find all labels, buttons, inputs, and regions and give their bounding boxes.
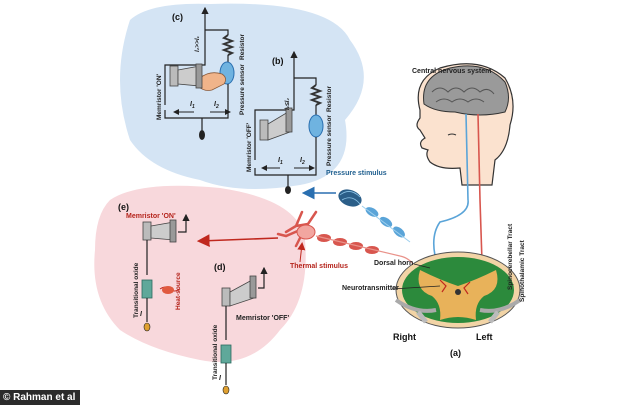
- svg-text:I2: I2: [214, 101, 219, 110]
- panel-c-inequality: I₂>>I₁: [194, 36, 201, 52]
- neurotransmitter-label: Neurotransmitter: [342, 285, 399, 292]
- pressure-receptor: [338, 189, 411, 243]
- panel-b-resistor-label: Resistor: [326, 86, 333, 112]
- svg-text:I1: I1: [190, 101, 195, 110]
- panel-e-circuit: (e) Memristor 'ON' I Transitional oxide …: [118, 202, 190, 332]
- image-credit: © Rahman et al: [0, 390, 81, 405]
- left-label: Left: [476, 332, 493, 342]
- panel-c-memristor-label: Memristor 'ON': [156, 73, 163, 120]
- panel-d-oxide-label: Transitional oxide: [212, 324, 219, 380]
- panel-d-label: (d): [214, 262, 226, 272]
- dorsal-horn-label: Dorsal horn: [374, 260, 413, 267]
- panel-e-oxide-label: Transitional oxide: [133, 262, 140, 318]
- right-label: Right: [393, 332, 416, 342]
- head-with-brain: [416, 63, 514, 201]
- blue-nerve-fiber: [432, 199, 469, 261]
- thermal-stimulus-label: Thermal stimulus: [290, 263, 348, 270]
- svg-text:I2: I2: [300, 157, 305, 166]
- svg-text:I: I: [140, 311, 143, 318]
- panel-c-label: (c): [172, 12, 183, 22]
- panel-b-sensor-label: Pressure sensor: [326, 115, 333, 166]
- panel-b-label: (b): [272, 56, 284, 66]
- panel-c-sensor-label: Pressure sensor: [239, 64, 246, 115]
- panel-e-label: (e): [118, 202, 129, 212]
- panel-b-circuit: (b) I1 I2 I₁≤I₂ Resistor Pressure sensor…: [246, 50, 333, 194]
- svg-text:I1: I1: [278, 157, 283, 166]
- cns-label: Central nervous system: [412, 68, 491, 75]
- spinothalamic-label: Spinothalamic Tract: [519, 239, 526, 302]
- heat-source-label: Heat-source: [175, 272, 182, 310]
- panel-d-circuit: (d) I Memristor 'OFF' Transitional oxide: [212, 262, 289, 395]
- panel-e-memristor-label: Memristor 'ON': [126, 213, 176, 220]
- spinal-cord-section: [394, 251, 522, 329]
- panel-b-inequality: I₁≤I₂: [284, 98, 291, 110]
- pressure-stimulus-label: Pressure stimulus: [326, 170, 387, 177]
- svg-text:I: I: [219, 375, 222, 382]
- spinocerebellar-label: Spinocerebellar Tract: [507, 223, 514, 290]
- red-nerve-fiber: [479, 199, 483, 263]
- panel-c-circuit: (c) I1 I2 I₂>>I₁ Resistor Pressure senso…: [156, 6, 246, 140]
- panel-b-memristor-label: Memristor 'OFF': [246, 122, 253, 172]
- panel-c-resistor-label: Resistor: [239, 34, 246, 60]
- red-signal-arrow: [196, 234, 279, 248]
- blue-background-region: [120, 3, 364, 189]
- panel-d-memristor-label: Memristor 'OFF': [236, 315, 289, 322]
- panel-a-label: (a): [450, 348, 461, 358]
